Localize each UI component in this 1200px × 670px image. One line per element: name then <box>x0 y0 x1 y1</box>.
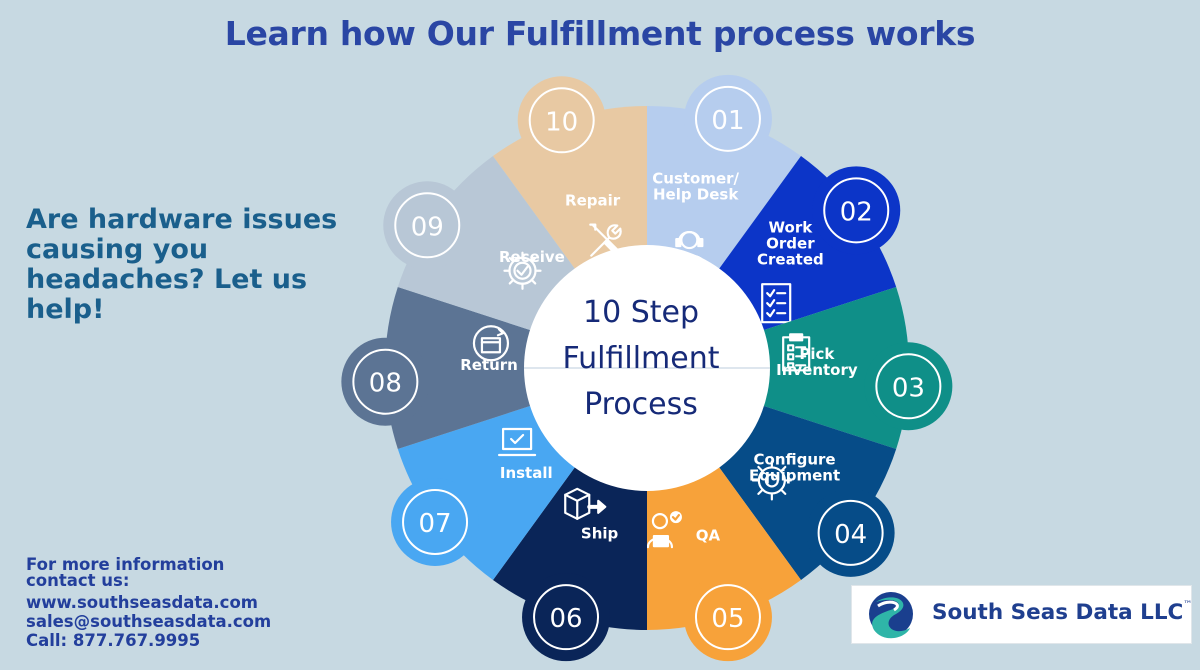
center-text-line-3: Process <box>584 387 698 422</box>
step-05-label-line-1: QA <box>696 526 721 544</box>
step-01-bubble-ring <box>694 85 761 152</box>
step-02-number: 02 <box>840 197 873 227</box>
clipboard-checklist-icon <box>782 333 811 372</box>
contact-website-link[interactable]: www.southseasdata.com <box>26 593 258 612</box>
step-03-number: 03 <box>892 373 925 403</box>
step-04-label-line-1: Configure <box>754 451 836 469</box>
step-07-label-line-1: Install <box>500 464 553 482</box>
step-08-wedge <box>385 287 647 449</box>
step-02-bubble-ring <box>823 177 890 244</box>
step-04-bubble-ring <box>817 499 884 566</box>
contact-header-line-2: contact us: <box>26 571 130 590</box>
step-10-bubble-ring <box>528 87 595 154</box>
swirl-logo-icon <box>869 592 913 639</box>
step-09-number: 09 <box>411 212 444 242</box>
step-05-bubble-ring <box>694 584 761 651</box>
gear-check-icon <box>503 251 542 290</box>
technician-check-icon <box>646 511 682 549</box>
contact-email-link[interactable]: sales@southseasdata.com <box>26 612 272 631</box>
step-01-number: 01 <box>711 106 744 136</box>
step-09-label-line-1: Receive <box>499 248 565 266</box>
step-08-number: 08 <box>369 369 402 399</box>
trademark-symbol: ™ <box>1183 600 1193 610</box>
document-checklist-icon <box>761 283 792 324</box>
page-title: Learn how Our Fulfillment process works <box>224 14 976 53</box>
contact-phone: Call: 877.767.9995 <box>26 631 201 650</box>
center-text-line-2: Fulfillment <box>563 341 720 376</box>
step-02-label-line-1: Work <box>769 218 814 236</box>
step-08-segment: 08 Return <box>341 287 647 449</box>
step-07-number: 07 <box>418 509 451 539</box>
step-01-label-line-1: Customer/ <box>652 169 739 187</box>
contact-header: For more information contact us: <box>26 555 346 590</box>
step-06-bubble-ring <box>533 584 600 651</box>
step-08-bubble-ring <box>352 348 419 415</box>
step-03-wedge <box>647 287 909 449</box>
contact-header-line-1: For more information <box>26 555 225 574</box>
step-06-label-line-1: Ship <box>581 524 619 542</box>
company-name-text: South Seas Data LLC <box>932 600 1184 625</box>
step-09-bubble-ring <box>394 192 461 259</box>
contact-info: For more information contact us: www.sou… <box>26 555 346 650</box>
tagline: Are hardware issues causing you headache… <box>26 204 338 325</box>
company-name: South Seas Data LLC™ <box>932 600 1192 625</box>
step-02-label-line-3: Created <box>757 250 824 268</box>
step-07-bubble-ring <box>402 488 469 555</box>
box-return-icon <box>472 325 510 362</box>
step-08-label-line-1: Return <box>460 356 518 374</box>
step-05-number: 05 <box>711 604 744 634</box>
step-03-bubble-ring <box>875 353 942 420</box>
company-logo: South Seas Data LLC™ <box>851 585 1192 644</box>
step-02-label-line-2: Order <box>766 234 815 252</box>
step-10-label-line-1: Repair <box>565 192 621 210</box>
laptop-check-icon <box>497 427 537 457</box>
step-04-label-line-2: Equipment <box>749 467 840 485</box>
step-01-label-line-2: Help Desk <box>653 185 739 203</box>
step-10-number: 10 <box>545 107 578 137</box>
step-06-number: 06 <box>549 604 582 634</box>
step-04-number: 04 <box>834 520 867 550</box>
center-text-line-1: 10 Step <box>583 295 699 330</box>
gear-icon <box>751 460 792 501</box>
box-arrow-icon <box>564 487 607 520</box>
